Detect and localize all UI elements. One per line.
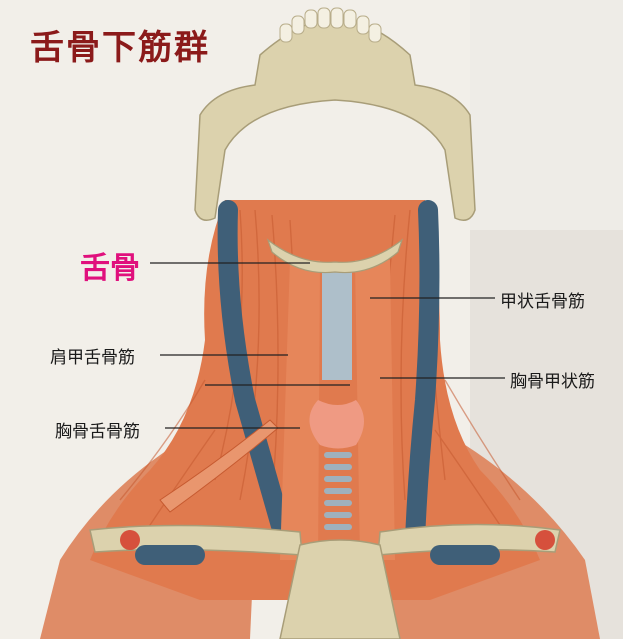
- sternohyoid-left: [280, 260, 320, 560]
- hyoid-bone: [266, 238, 404, 274]
- artery-left: [120, 530, 140, 550]
- teeth: [279, 7, 382, 43]
- sternohyoid-right: [355, 260, 395, 560]
- sternum: [279, 539, 401, 639]
- subclavian-left: [135, 545, 205, 565]
- figure-title: 舌骨下筋群: [30, 28, 210, 68]
- larynx: [322, 270, 352, 380]
- label-thyrohyoid: 甲状舌骨筋: [500, 292, 585, 312]
- clavicle-right: [377, 523, 561, 556]
- tracheal-rings: [324, 440, 352, 530]
- subclavian-right: [430, 545, 500, 565]
- label-sternothyroid: 胸骨甲状筋: [510, 372, 595, 392]
- label-hyoid: 舌骨: [80, 251, 140, 286]
- leader-lines: [150, 262, 505, 429]
- artery-right: [535, 530, 555, 550]
- internal-jugular-right: [405, 200, 440, 550]
- thyroid-gland: [309, 400, 364, 449]
- label-omohyoid: 肩甲舌骨筋: [50, 348, 135, 368]
- label-sternohyoid: 胸骨舌骨筋: [55, 422, 140, 442]
- internal-jugular-left: [217, 200, 295, 550]
